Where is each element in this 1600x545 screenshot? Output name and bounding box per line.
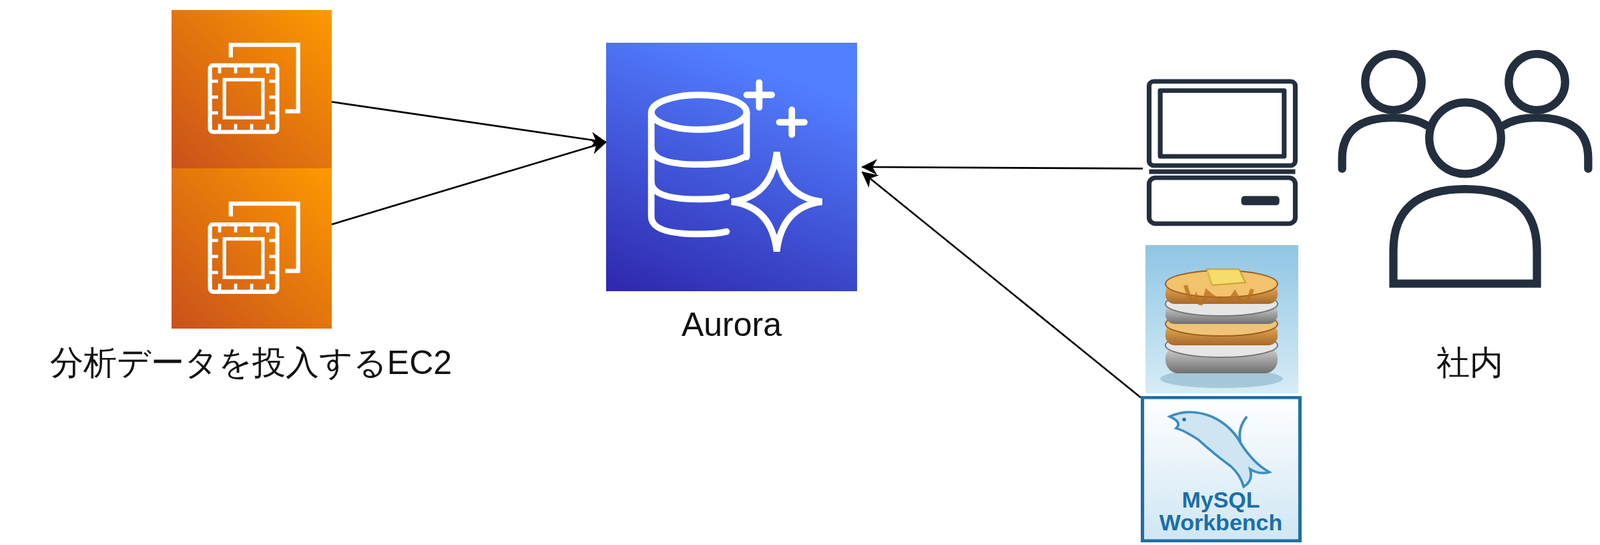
node-label: 分析データを投入するEC2 xyxy=(50,344,452,382)
arrow-connector xyxy=(862,171,1141,398)
text-anchor: 分析データを投入するEC2 xyxy=(50,344,452,382)
workbench-icon: MySQL Workbench xyxy=(1140,395,1302,543)
aurora-database: Aurora xyxy=(606,42,858,292)
text-anchor: 社内 xyxy=(1436,344,1504,382)
ec2-instance xyxy=(171,168,332,329)
node-label: MySQL Workbench xyxy=(1147,487,1295,534)
ec2-icon xyxy=(171,10,332,169)
text-anchor: MySQL Workbench xyxy=(1147,487,1295,534)
ec2-icon xyxy=(171,168,332,329)
aurora-icon xyxy=(606,42,858,292)
arrow-connector xyxy=(331,142,607,225)
client-pc xyxy=(1142,76,1302,230)
server-group: 分析データを投入するEC2 xyxy=(13,6,494,381)
node-label: Aurora xyxy=(681,306,782,344)
sequel-pro-icon xyxy=(1145,244,1299,394)
node-label: 社内 xyxy=(1436,344,1504,382)
users-group: 社内 xyxy=(1337,36,1594,292)
arrow-connector xyxy=(862,166,1143,169)
pc-icon xyxy=(1142,76,1302,230)
arrow-connector xyxy=(331,101,607,142)
ec2-instance xyxy=(171,10,332,169)
users-icon xyxy=(1337,36,1594,292)
text-anchor: Aurora xyxy=(681,306,782,344)
